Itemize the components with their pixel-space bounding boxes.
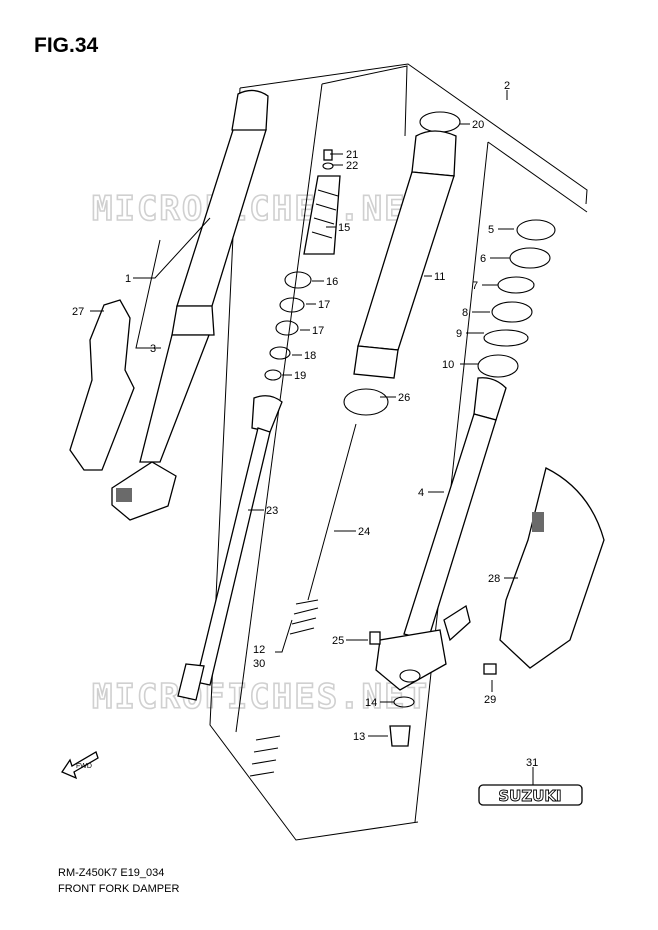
callout-28: 28 — [488, 573, 500, 585]
callout-14: 14 — [365, 697, 377, 709]
spring-set — [249, 423, 357, 777]
callout-3: 3 — [150, 343, 156, 355]
callout-31: 31 — [526, 757, 538, 769]
callout-4: 4 — [418, 487, 424, 499]
fwd-arrow-icon: FWD — [61, 751, 99, 780]
suzuki-badge: SUZUKI — [478, 784, 583, 806]
callout-19: 19 — [294, 370, 306, 382]
callout-13: 13 — [353, 731, 365, 743]
diagram-description: FRONT FORK DAMPER — [58, 883, 180, 895]
seal-stack — [477, 219, 556, 378]
callout-6: 6 — [480, 253, 486, 265]
callout-20: 20 — [472, 119, 484, 131]
callout-29: 29 — [484, 694, 496, 706]
callout-1: 1 — [125, 273, 131, 285]
callout-18: 18 — [304, 350, 316, 362]
callout-7: 7 — [472, 280, 478, 292]
callout-21: 21 — [346, 149, 358, 161]
callout-labels: 1 2 3 4 5 6 7 8 9 10 11 12 13 14 15 16 1… — [72, 80, 538, 769]
callout-2: 2 — [504, 80, 510, 92]
callout-5: 5 — [488, 224, 494, 236]
callout-27: 27 — [72, 306, 84, 318]
fwd-label: FWD — [76, 763, 92, 770]
callout-10: 10 — [442, 359, 454, 371]
callout-23: 23 — [266, 505, 278, 517]
callout-24: 24 — [358, 526, 370, 538]
callout-12: 12 — [253, 644, 265, 656]
callout-17a: 17 — [318, 299, 330, 311]
inner-tube — [343, 111, 461, 416]
bolt-29 — [483, 663, 497, 675]
watermark-bottom: MICROFICHES.NET — [92, 677, 429, 717]
callout-17b: 17 — [312, 325, 324, 337]
callout-11: 11 — [434, 271, 445, 283]
badge-text: SUZUKI — [498, 787, 561, 805]
damper-rod — [177, 395, 283, 701]
fork-guard-lower — [499, 467, 605, 669]
callout-25: 25 — [332, 635, 344, 647]
callout-15: 15 — [338, 222, 350, 234]
damper-cartridge-top — [264, 149, 341, 381]
leader-lines — [90, 90, 534, 785]
model-code: RM-Z450K7 E19_034 — [58, 867, 165, 879]
lower-leg — [375, 377, 507, 691]
outer-fork-tube — [111, 89, 269, 521]
callout-22: 22 — [346, 160, 358, 172]
watermark-top: MICROFICHES.NET — [92, 189, 429, 229]
callout-16: 16 — [326, 276, 338, 288]
callout-8: 8 — [462, 307, 468, 319]
callout-26: 26 — [398, 392, 410, 404]
figure-title: FIG.34 — [34, 34, 99, 57]
callout-30: 30 — [253, 658, 265, 670]
assembly-frame — [209, 63, 588, 841]
callout-9: 9 — [456, 328, 462, 340]
fork-guard — [69, 299, 135, 471]
